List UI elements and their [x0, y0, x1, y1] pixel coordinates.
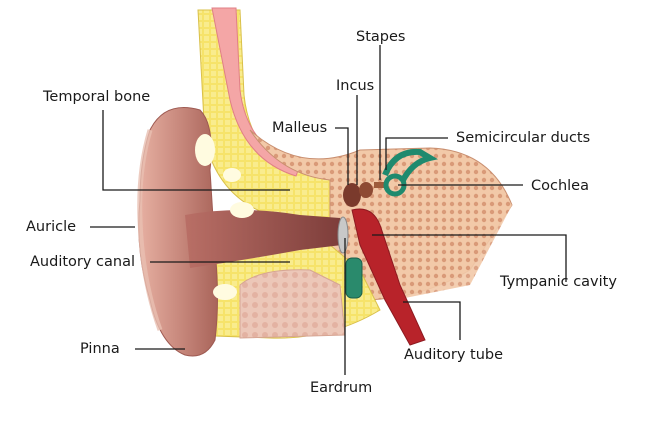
label-stapes: Stapes — [356, 29, 406, 45]
tube-segment — [345, 257, 363, 299]
eardrum-shape — [337, 216, 349, 254]
temporal-bone-upper — [197, 9, 331, 226]
tympanic-cavity-shape — [351, 208, 426, 346]
inner-bone-right — [395, 164, 512, 300]
stapes-shape — [374, 182, 384, 188]
label-malleus: Malleus — [272, 120, 328, 136]
label-pinna: Pinna — [80, 341, 120, 357]
bone-blob-4 — [213, 284, 237, 300]
malleus-shape — [343, 183, 361, 207]
bone-blob-2 — [223, 168, 241, 182]
leader-lines — [90, 45, 567, 375]
soft-tissue — [239, 269, 346, 339]
label-incus: Incus — [336, 78, 375, 94]
label-auditory-tube: Auditory tube — [404, 347, 504, 363]
leader-tympanic — [372, 234, 567, 282]
bone-blob-3 — [230, 202, 254, 218]
label-cochlea: Cochlea — [531, 178, 589, 194]
label-auricle: Auricle — [26, 219, 77, 235]
leader-malleus — [335, 127, 349, 185]
label-temporal-bone: Temporal bone — [43, 89, 151, 105]
auricle-rim — [137, 129, 163, 331]
label-semicircular-ducts: Semicircular ducts — [456, 130, 591, 146]
label-tympanic-cavity: Tympanic cavity — [500, 274, 617, 290]
label-auditory-canal: Auditory canal — [30, 254, 136, 270]
auditory-canal-shape — [185, 210, 342, 268]
bone-blob-1 — [195, 134, 215, 166]
leader-temporal-bone — [102, 110, 290, 191]
semicircular-ducts-shape — [382, 148, 438, 184]
leader-auditory-tube — [403, 301, 461, 340]
incus-shape — [359, 182, 373, 198]
leader-semicircular — [385, 137, 448, 170]
label-eardrum: Eardrum — [310, 380, 373, 396]
